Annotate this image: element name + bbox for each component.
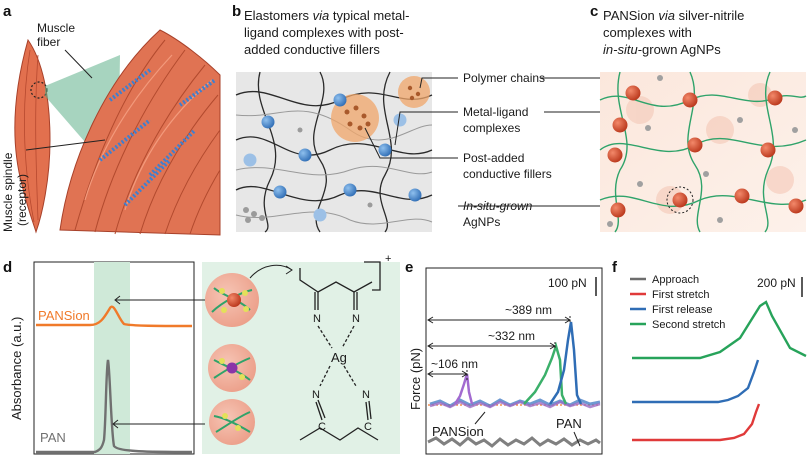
callout-in-situ-2: AgNPs: [463, 215, 500, 229]
pan-spectrum: [36, 359, 193, 454]
pansion-spectrum: [36, 305, 193, 328]
panel-e: e Force (pN) 100 pN ~389 nm: [405, 259, 603, 455]
distance-106: ~106 nm: [431, 357, 478, 371]
callout-lines: [364, 77, 612, 207]
atom-n-4: N: [362, 389, 370, 401]
curve-peak-106: [453, 373, 474, 405]
complex-atom-labels: N N Ag N N C C +: [312, 253, 391, 433]
panel-label-a: a: [3, 3, 12, 20]
agnp-gray-particles: [243, 127, 373, 223]
complex-charge: +: [385, 253, 391, 265]
atom-n-1: N: [313, 313, 321, 325]
panel-label-b: b: [232, 3, 241, 20]
metal-ligand-nodes: [243, 93, 422, 222]
panel-label-d: d: [3, 259, 12, 276]
silver-nanoparticles: [607, 85, 804, 218]
panel-e-scale-label: 100 pN: [548, 276, 587, 290]
filler-cluster-2: [398, 76, 430, 108]
distance-389: ~389 nm: [505, 303, 552, 317]
panel-c-title-line2: complexes with: [603, 25, 692, 40]
panel-d: d Absorbance (a.u.) PANSion PAN: [3, 253, 400, 455]
label-e-pansion: PANSion: [432, 424, 484, 439]
panel-c: c PANSion via silver-nitrile complexes w…: [590, 3, 807, 233]
panel-c-title-line1: PANSion via silver-nitrile: [603, 8, 744, 23]
curve-first-stretch: [632, 403, 761, 442]
legend-first-release: First release: [652, 304, 713, 316]
legend-second-stretch: Second stretch: [652, 319, 725, 331]
filler-particles: [344, 85, 421, 131]
panel-b: b Elastomers via typical metal- ligand c…: [232, 3, 612, 233]
panel-e-ylabel-group: Force (pN): [408, 348, 423, 410]
label-pan: PAN: [40, 430, 66, 445]
callout-post-added-1: Post-added: [463, 151, 524, 165]
label-muscle-spindle-1: Muscle spindle: [1, 152, 15, 232]
label-pansion: PANSion: [38, 308, 90, 323]
panel-c-title-line3: in-situ-grown AgNPs: [603, 42, 721, 57]
filler-cluster-1: [331, 94, 379, 142]
pan-baseline-noise: [427, 436, 601, 448]
panel-e-ylabel: Force (pN): [408, 348, 423, 410]
panel-b-title-line1: Elastomers via typical metal-: [244, 8, 409, 23]
curve-peak-332: [523, 341, 568, 405]
panel-a: a Muscle fiber Muscle: [1, 3, 221, 236]
panel-b-network: [235, 71, 433, 233]
atom-c-1: C: [318, 421, 326, 433]
label-e-pan: PAN: [556, 416, 582, 431]
callout-metal-ligand-1: Metal-ligand: [463, 105, 528, 119]
panel-f: f Approach First stretch First release S…: [612, 259, 807, 442]
curve-peak-389: [548, 321, 583, 405]
atom-ag: Ag: [331, 350, 347, 365]
legend-first-stretch: First stretch: [652, 289, 709, 301]
atom-c-2: C: [364, 421, 372, 433]
panel-label-c: c: [590, 3, 598, 20]
panel-c-gray-particles: [607, 75, 798, 227]
panel-e-axes: [425, 267, 603, 455]
muscle-fiber-bundle: [59, 29, 221, 236]
panel-d-ylabel-group: Absorbance (a.u.): [9, 317, 24, 420]
panel-f-scale-label: 200 pN: [757, 276, 796, 290]
label-muscle-spindle: Muscle spindle (receptor): [1, 152, 29, 232]
panel-label-e: e: [405, 259, 413, 276]
silver-nitrile-complex: [299, 261, 381, 441]
label-muscle-fiber-2: fiber: [37, 35, 60, 49]
panel-d-ylabel: Absorbance (a.u.): [9, 317, 24, 420]
callout-post-added-2: conductive fillers: [463, 167, 552, 181]
callout-polymer-chains: Polymer chains: [463, 71, 545, 85]
atom-n-3: N: [312, 389, 320, 401]
atom-n-2: N: [352, 313, 360, 325]
legend-approach: Approach: [652, 274, 699, 286]
curve-first-release: [632, 359, 760, 404]
panel-d-arrows: [112, 264, 293, 429]
label-muscle-spindle-2: (receptor): [15, 174, 29, 226]
panel-b-title-line3: added conductive fillers: [244, 42, 380, 57]
panel-f-legend: Approach First stretch First release Sec…: [630, 274, 725, 331]
complex-circles: [205, 273, 259, 445]
distance-arrows: [427, 316, 571, 380]
panel-label-f: f: [612, 259, 618, 276]
label-muscle-fiber-1: Muscle: [37, 21, 75, 35]
highlight-circle: [666, 186, 694, 214]
curve-second-stretch: [632, 300, 807, 360]
callout-metal-ligand-2: complexes: [463, 121, 520, 135]
panel-b-title-line2: ligand complexes with post-: [244, 25, 404, 40]
distance-332: ~332 nm: [488, 329, 535, 343]
